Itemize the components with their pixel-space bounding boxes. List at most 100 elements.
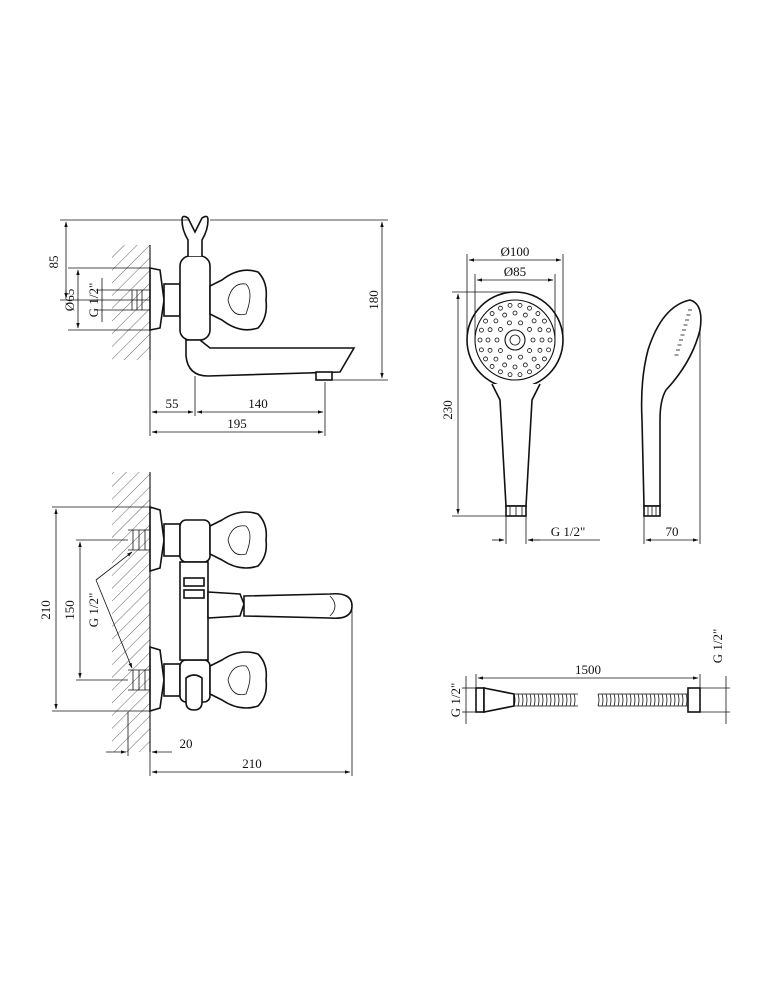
nozzle (546, 327, 551, 333)
nozzle (493, 318, 499, 324)
hose-coil (661, 693, 664, 707)
hose-coil (561, 693, 564, 707)
thread-lower (128, 669, 150, 691)
shower-holder-front (185, 674, 203, 711)
nozzle (498, 369, 503, 375)
nozzle (522, 312, 528, 318)
shower-nozzles (477, 302, 553, 378)
hose-coil (549, 693, 552, 707)
hose-coil (541, 693, 544, 707)
hose-coil (657, 693, 660, 707)
hose-coil (613, 693, 616, 707)
nozzle (535, 311, 541, 316)
nozzle (512, 364, 518, 370)
dim-d85-label: Ø85 (504, 264, 526, 279)
hose-coil (625, 693, 628, 707)
nozzle (494, 337, 500, 343)
shower-handle (491, 383, 541, 507)
dim-d100-label: Ø100 (501, 244, 530, 259)
nozzle (537, 347, 543, 353)
dim-g12-label-front: G 1/2" (86, 593, 101, 628)
nozzle (518, 320, 523, 326)
spout-front (243, 592, 353, 620)
hose-coil (525, 693, 528, 707)
dim-70-label: 70 (666, 524, 679, 539)
shower-side-profile (640, 299, 702, 507)
dim-230-label: 230 (440, 400, 455, 420)
nozzle (479, 347, 484, 353)
hose-coil (521, 693, 524, 707)
hose-coil (553, 693, 556, 707)
nozzle (537, 327, 543, 333)
dim-d65-label: Ø65 (62, 289, 77, 311)
nozzle (507, 372, 513, 378)
hose-coil (609, 693, 612, 707)
nozzle (489, 364, 495, 369)
nozzle (531, 356, 537, 362)
dim-85-label: 85 (46, 256, 61, 269)
thread-upper (128, 529, 150, 551)
spout-top (185, 339, 356, 377)
escutcheon-lower (149, 645, 165, 713)
hose-coil (637, 693, 640, 707)
hose-coil (621, 693, 624, 707)
hose-coil (641, 693, 644, 707)
shower-hose: 1500 G 1/2" G 1/2" (448, 629, 730, 724)
nozzle (531, 318, 537, 324)
dim-g12-label-shower: G 1/2" (551, 524, 586, 539)
nozzle (542, 356, 547, 362)
hose-coil (665, 693, 668, 707)
dim-140-label: 140 (248, 396, 268, 411)
nozzle (517, 372, 523, 378)
hose-coil (597, 693, 600, 707)
mixer-body-top (179, 255, 211, 341)
nozzle (502, 312, 508, 318)
hose-coil (645, 693, 648, 707)
hose-nut-right (687, 687, 701, 713)
nozzle (546, 347, 551, 353)
hose-coil (529, 693, 532, 707)
dim-55-label: 55 (166, 396, 179, 411)
dim-150-label: 150 (62, 600, 77, 620)
hose-coil (681, 693, 684, 707)
nozzle (542, 318, 547, 324)
shower-side-nozzles (674, 309, 692, 356)
nozzle (502, 362, 508, 368)
nozzle (489, 311, 495, 316)
hand-shower-front: Ø100 Ø85 230 G 1/2" (440, 244, 600, 544)
hose-coil (513, 693, 516, 707)
nozzle (507, 302, 513, 308)
nozzle (487, 347, 493, 353)
nut-top (163, 283, 181, 317)
hose-nut-left (475, 687, 485, 713)
hose-coil (617, 693, 620, 707)
escutcheon-top (149, 267, 165, 331)
hose-coil (533, 693, 536, 707)
dim-20-label: 20 (180, 736, 193, 751)
nozzle (518, 354, 523, 360)
hose-coil (669, 693, 672, 707)
nozzle (477, 337, 483, 343)
hose-coil (569, 693, 572, 707)
hose-coil (605, 693, 608, 707)
hose-cone-left (483, 687, 515, 713)
nozzle (483, 356, 488, 362)
handle-upper (209, 511, 268, 569)
nozzle (485, 337, 491, 343)
nozzle (527, 305, 532, 311)
dim-g12-label-hose-left: G 1/2" (448, 683, 463, 718)
shower-head-outer (466, 291, 564, 389)
hose-right-segment (597, 693, 688, 707)
nozzle (498, 305, 503, 311)
wall-hatch-front (112, 472, 150, 752)
shower-holder-top (181, 215, 209, 256)
front-view: 210 150 G 1/2" 20 210 (38, 472, 353, 776)
hose-coil (573, 693, 576, 707)
hose-coil (565, 693, 568, 707)
hose-coil (653, 693, 656, 707)
nozzle (507, 320, 512, 326)
hose-left-segment (513, 693, 578, 707)
dim-210-vertical-label: 210 (38, 600, 53, 620)
hose-coil (649, 693, 652, 707)
